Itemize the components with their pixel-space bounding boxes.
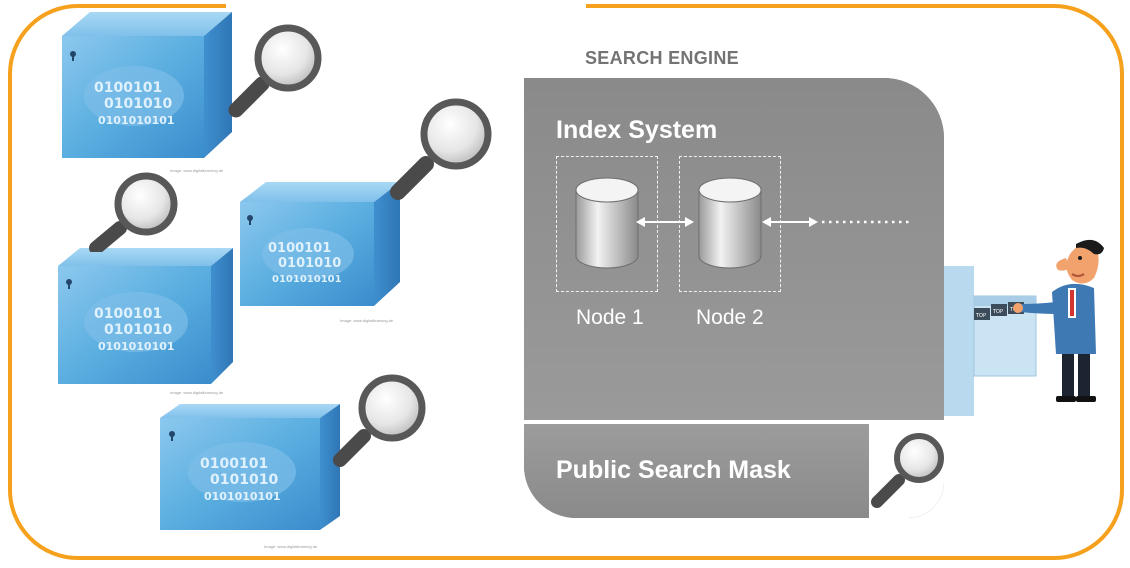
cabinet-tag: TOP [975, 313, 986, 319]
search-mask-icon-box [869, 424, 944, 518]
database-icon [698, 177, 762, 269]
image-credit: Image: www.digitallearning.de [170, 390, 224, 395]
magnifier-icon [226, 20, 326, 125]
cabinet-icon [944, 266, 974, 416]
binary-text: 0101010 [104, 322, 172, 338]
magnifier-icon [86, 172, 186, 257]
binary-text: 0101010 [104, 96, 172, 112]
binary-text: 0100101 [94, 306, 162, 322]
person-at-filing-cabinet: TOP TOP TOP [944, 232, 1124, 425]
binary-text: 0101010101 [98, 340, 175, 353]
index-system-area: Index System Node 1 Node [524, 78, 944, 420]
node-2-box [679, 156, 781, 292]
binary-text: 0101010101 [272, 274, 342, 285]
cabinet-tag: TOP [992, 309, 1003, 315]
data-cube: 0100101 0101010 0101010101 [58, 248, 233, 388]
binary-text: 0101010101 [204, 490, 281, 503]
data-cube: 0100101 0101010 0101010101 [62, 12, 232, 162]
binary-text: 0101010 [210, 472, 278, 488]
node-1-box [556, 156, 658, 292]
node-1-label: Node 1 [576, 306, 644, 329]
binary-text: 0100101 [94, 80, 162, 96]
data-cube: 0100101 0101010 0101010101 [160, 404, 340, 534]
public-search-mask-label: Public Search Mask [556, 456, 791, 484]
image-credit: Image: www.digitallearning.de [264, 544, 318, 549]
binary-text: 0100101 [268, 241, 331, 256]
node-2-label: Node 2 [696, 306, 764, 329]
binary-text: 0101010 [278, 256, 341, 271]
index-system-title: Index System [556, 116, 718, 144]
image-credit: Image: www.digitallearning.de [340, 318, 394, 323]
binary-text: 0100101 [200, 456, 268, 472]
replication-arrows [636, 217, 910, 227]
bidirectional-arrow-icon [636, 217, 694, 227]
image-credit: Image: www.digitallearning.de [170, 168, 224, 173]
separator-line [524, 420, 944, 424]
database-icon [575, 177, 639, 269]
binary-text: 0101010101 [98, 114, 175, 127]
search-engine-panel: Index System Node 1 Node [524, 78, 944, 518]
outgoing-arrow-icon [762, 217, 910, 227]
data-cube: 0100101 0101010 0101010101 [240, 182, 400, 312]
frame-gap [226, 0, 586, 14]
search-engine-heading: SEARCH ENGINE [585, 48, 739, 68]
magnifier-icon [871, 433, 944, 508]
magnifier-icon [330, 370, 430, 475]
magnifier-icon [388, 94, 498, 209]
